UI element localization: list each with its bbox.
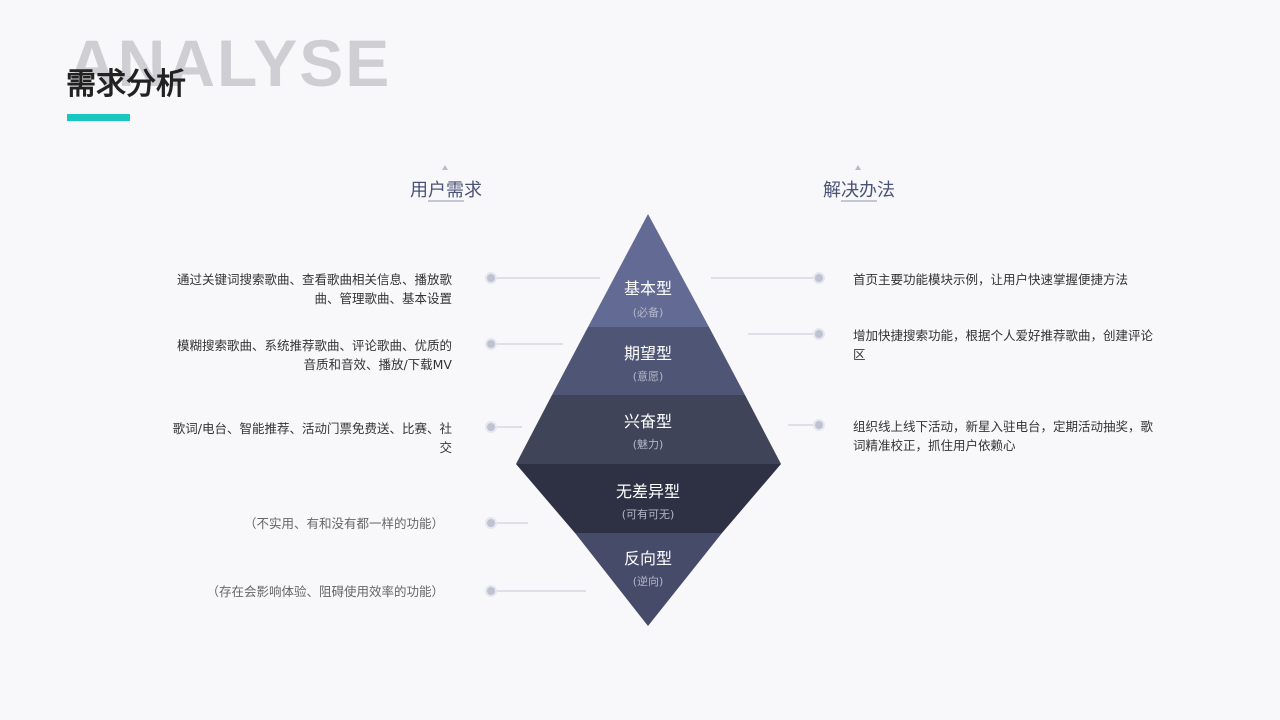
title-underline — [67, 114, 130, 121]
tier-expected-shape — [552, 327, 745, 395]
tier-reverse-label: 反向型 — [623, 549, 672, 568]
tier-basic-label: 基本型 — [623, 279, 672, 298]
user-needs-heading: 用户需求 — [376, 165, 516, 202]
solution-excitement: 组织线上线下活动，新星入驻电台，定期活动抽奖，歌词精准校正，抓住用户依赖心 — [853, 419, 1154, 453]
user-need-indifferent: （不实用、有和没有都一样的功能） — [243, 516, 444, 531]
connector-dot-right-3 — [813, 419, 825, 431]
tier-indifferent-label: 无差异型 — [615, 482, 680, 501]
user-needs-heading-label: 用户需求 — [410, 180, 482, 201]
page-title: 需求分析 — [66, 67, 186, 102]
connector-dot-left-2 — [485, 338, 497, 350]
connector-dot-right-2 — [813, 328, 825, 340]
connector-dot-left-3 — [485, 421, 497, 433]
solutions-heading-label: 解决办法 — [823, 180, 895, 201]
user-need-basic: 通过关键词搜索歌曲、查看歌曲相关信息、播放歌曲、管理歌曲、基本设置 — [176, 272, 452, 306]
heading-triangle-marker — [442, 165, 448, 170]
tier-basic-shape — [588, 214, 709, 327]
user-need-expected: 模糊搜索歌曲、系统推荐歌曲、评论歌曲、优质的音质和音效、播放/下载MV — [176, 338, 452, 372]
user-need-reverse: （存在会影响体验、阻碍使用效率的功能） — [206, 584, 444, 599]
connector-dot-left-4 — [485, 517, 497, 529]
tier-excitement-shape — [516, 395, 781, 464]
tier-reverse-shape — [575, 533, 722, 626]
tier-expected-sublabel: (意愿) — [632, 370, 664, 383]
tier-indifferent-sublabel: (可有可无) — [621, 508, 675, 521]
heading-triangle-marker — [855, 165, 861, 170]
solutions-heading: 解决办法 — [789, 165, 929, 202]
tier-expected-label: 期望型 — [623, 344, 672, 363]
watermark-text: ANALYSE — [68, 26, 392, 100]
heading-underline — [841, 200, 877, 202]
heading-underline — [428, 200, 464, 202]
connector-dot-left-5 — [485, 585, 497, 597]
solution-expected: 增加快捷搜索功能，根据个人爱好推荐歌曲，创建评论区 — [853, 328, 1154, 362]
tier-excitement-label: 兴奋型 — [623, 412, 672, 431]
connector-dot-right-1 — [813, 272, 825, 284]
user-need-excitement: 歌词/电台、智能推荐、活动门票免费送、比赛、社交 — [172, 421, 452, 455]
connector-dot-left-1 — [485, 272, 497, 284]
tier-reverse-sublabel: (逆向) — [632, 575, 664, 588]
tier-excitement-sublabel: (魅力) — [632, 438, 664, 451]
solution-basic: 首页主要功能模块示例，让用户快速掌握便捷方法 — [853, 272, 1129, 287]
tier-indifferent-shape — [516, 464, 781, 533]
tier-basic-sublabel: (必备) — [632, 306, 664, 319]
